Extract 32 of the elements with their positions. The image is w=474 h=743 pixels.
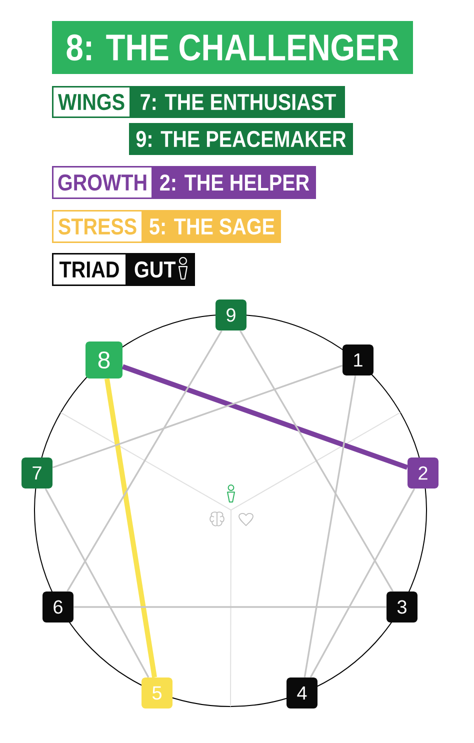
label-tag: TRIAD [52,253,127,286]
node-label: 5: THE SAGE [150,218,274,235]
node-label: 7: THE ENTHUSIAST [140,94,336,110]
label-tag: WINGS [52,86,131,118]
value-banner: 7: THE ENTHUSIAST [131,86,345,118]
number-badge: 5 [142,678,172,708]
label-tag: GROWTH [52,166,153,199]
connector-line [74,606,386,608]
value-banner: 2: THE HELPER [153,166,316,199]
connector-line [66,330,222,592]
connector-line [52,364,343,468]
value-banner: 9: THE PEACEMAKER [129,123,353,155]
number-badge: 3 [386,592,418,622]
number-badge: 6 [42,592,74,622]
node-label: GUT [134,261,176,278]
connector-line [104,378,157,678]
value-banner: GUT [127,253,195,286]
number-badge: 9 [216,300,246,330]
number-badge: 2 [408,458,438,488]
label-tag: STRESS [52,210,143,243]
node-label: 2: THE HELPER [160,174,310,191]
connector-line [44,488,150,678]
number-badge: 7 [22,458,52,488]
number-badge: 1 [342,344,374,376]
value-banner: 5: THE SAGE [143,210,281,243]
connector-line [310,488,416,678]
number-badge: 4 [286,678,318,708]
connector-line [122,364,408,470]
title-banner: 8: THE CHALLENGER [52,21,413,74]
connector-line [304,376,356,678]
connector-line [239,330,394,592]
number-badge: 8 [86,342,122,378]
